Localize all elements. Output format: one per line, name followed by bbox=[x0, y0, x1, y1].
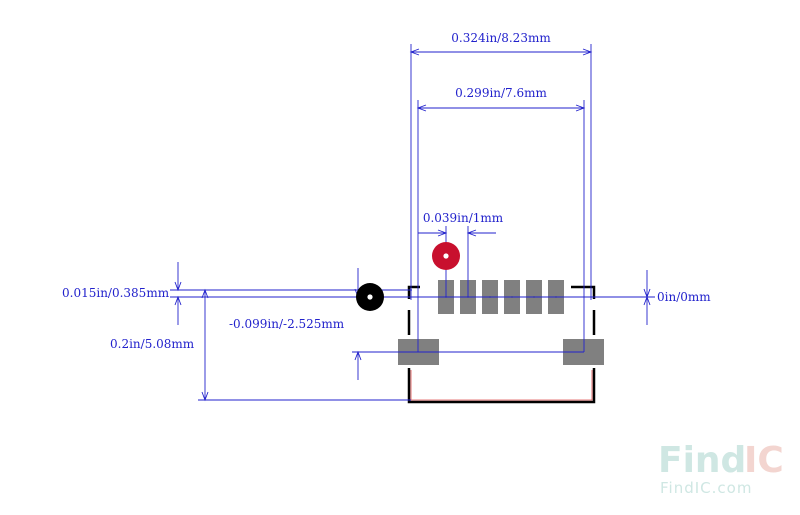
component-outline bbox=[407, 285, 596, 404]
pin1-dot-center bbox=[443, 253, 449, 259]
dimension-arrows bbox=[174, 48, 651, 402]
outline-bottom bbox=[407, 368, 596, 404]
arrow-span-left bbox=[416, 104, 427, 112]
dim-label-mount-offset: -0.099in/-2.525mm bbox=[229, 317, 345, 331]
outline-top-left-corner bbox=[407, 285, 420, 299]
dim-label-top-offset: 0.015in/0.385mm bbox=[62, 286, 170, 300]
watermark-brand-find: Find bbox=[658, 440, 746, 481]
arrow-top-offset-lower bbox=[174, 295, 182, 306]
pin1-marker bbox=[432, 242, 460, 270]
arrow-overall-right bbox=[582, 48, 593, 56]
arrow-mount-lower bbox=[354, 350, 362, 361]
dimension-lines bbox=[170, 44, 655, 401]
arrow-span-right bbox=[575, 104, 586, 112]
dim-label-pitch: 0.039in/1mm bbox=[423, 211, 504, 225]
outline-top-right-corner bbox=[571, 285, 596, 299]
arrow-overall-left bbox=[409, 48, 420, 56]
watermark-brand-ic: IC bbox=[744, 440, 784, 481]
watermark-url: FindIC.com bbox=[660, 479, 752, 497]
dim-label-overall-width: 0.324in/8.23mm bbox=[451, 31, 551, 45]
arrow-right-offset-lower bbox=[643, 295, 651, 306]
arrow-pitch-right bbox=[466, 229, 477, 237]
arrow-top-offset-upper bbox=[174, 281, 182, 292]
arrow-pitch-left bbox=[437, 229, 448, 237]
origin-dot-center bbox=[367, 294, 373, 300]
watermark-logo: Find IC FindIC.com bbox=[658, 440, 784, 497]
origin-marker bbox=[356, 283, 384, 311]
dim-label-pad-span: 0.299in/7.6mm bbox=[455, 86, 547, 100]
arrow-height-top bbox=[201, 288, 209, 299]
dim-label-right-offset: 0in/0mm bbox=[657, 290, 711, 304]
arrow-height-bottom bbox=[201, 391, 209, 402]
dim-label-height: 0.2in/5.08mm bbox=[110, 337, 195, 351]
outline-inner-bottom bbox=[410, 370, 593, 401]
